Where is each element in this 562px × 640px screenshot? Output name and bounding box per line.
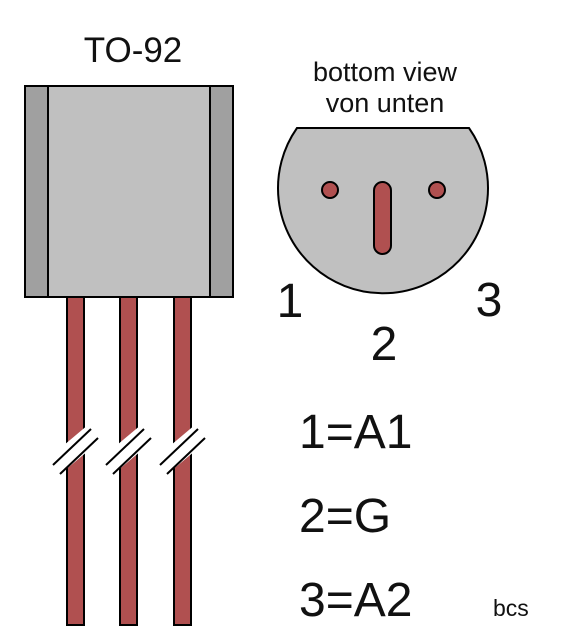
package-body xyxy=(24,85,234,298)
lead-2-gap xyxy=(107,427,151,469)
bottom-view-label-en: bottom view xyxy=(313,57,458,87)
package-body-outline xyxy=(24,85,234,298)
package-body-right-edge xyxy=(209,85,234,298)
lead-3-gap xyxy=(161,427,205,469)
pinout-1: 1=A1 xyxy=(299,406,412,459)
package-title: TO-92 xyxy=(84,31,183,70)
lead-1-break-mark xyxy=(52,428,92,466)
pinout-3: 3=A2 xyxy=(299,574,412,627)
bottom-view-label-de: von unten xyxy=(326,88,445,118)
pin-number-2: 2 xyxy=(371,318,398,371)
pin-2-pad xyxy=(373,181,392,255)
lead-3 xyxy=(159,289,206,626)
lead-1-gap xyxy=(54,427,98,469)
lead-3-break-mark xyxy=(159,428,199,466)
lead-3-break-mark xyxy=(166,437,206,475)
pin-1-pad xyxy=(321,181,339,199)
lead-1 xyxy=(52,289,99,626)
signature: bcs xyxy=(493,595,529,621)
lead-2-break-mark xyxy=(105,428,145,466)
lead-1-break-mark xyxy=(59,437,99,475)
pin-number-1: 1 xyxy=(277,275,304,328)
lead-2-break-mark xyxy=(112,437,152,475)
pin-3-pad xyxy=(428,181,446,199)
lead-2 xyxy=(105,289,152,626)
pin-number-3: 3 xyxy=(476,274,503,327)
pinout-2: 2=G xyxy=(299,490,391,543)
package-body-left-edge xyxy=(24,85,49,298)
bottom-view-footprint xyxy=(277,127,489,295)
